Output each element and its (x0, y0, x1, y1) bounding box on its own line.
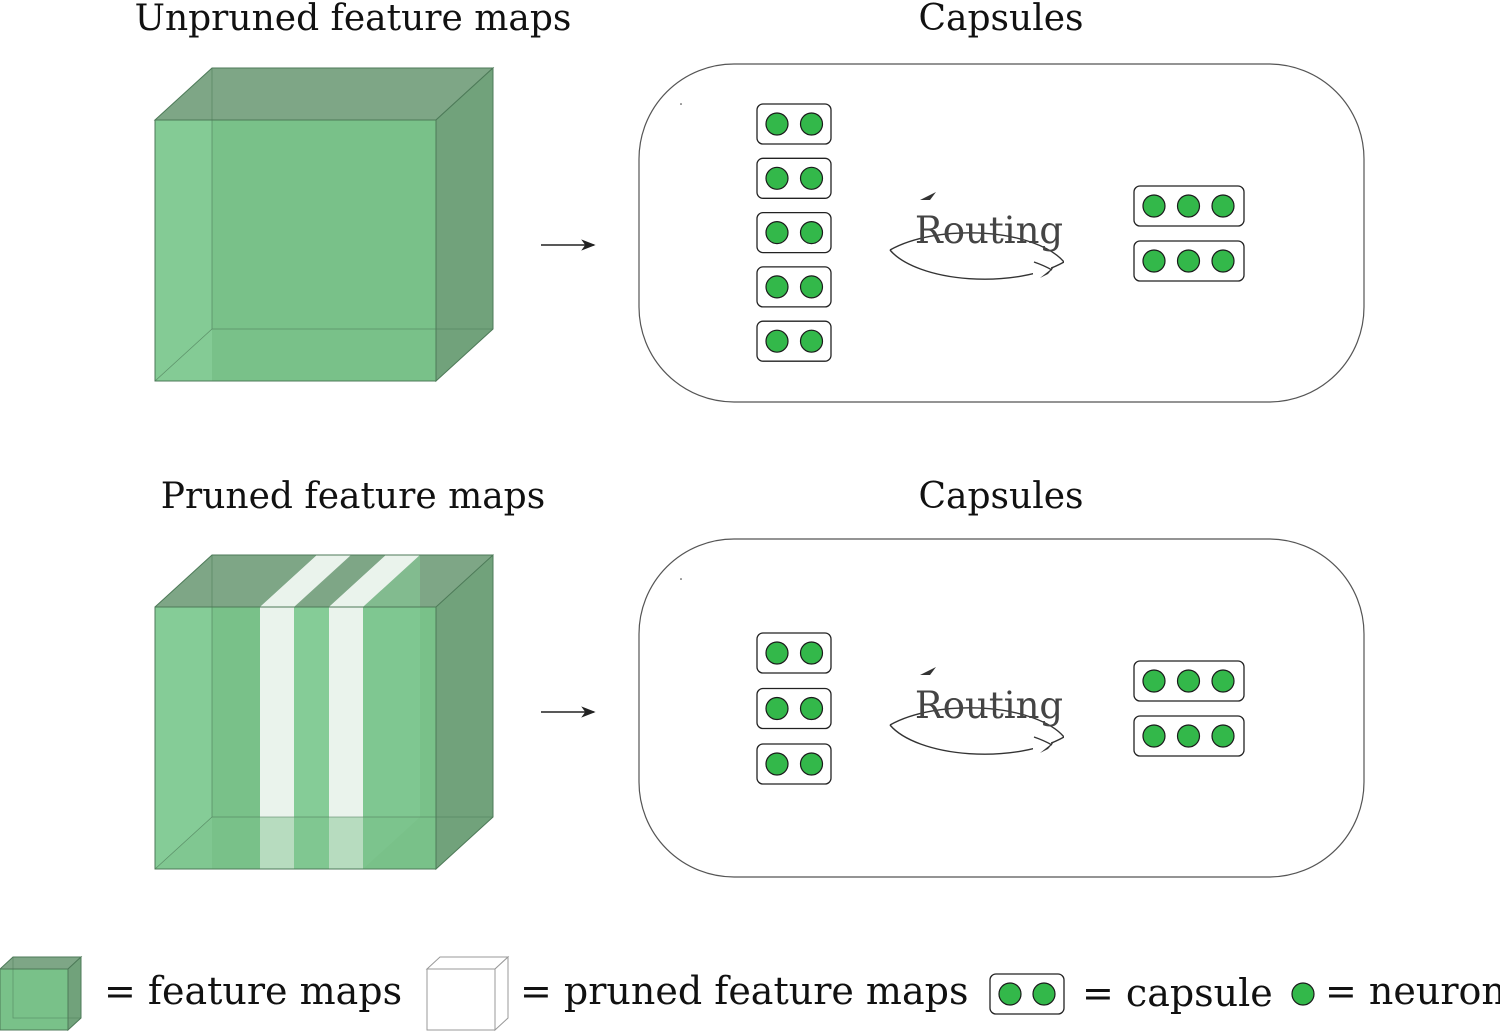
neuron (1211, 724, 1235, 748)
capsule (756, 157, 832, 199)
cube-left-strip (155, 120, 212, 381)
output-capsules (1133, 185, 1245, 282)
neuron (765, 329, 789, 353)
capsule (1133, 715, 1245, 757)
cube-bottom-face (155, 817, 436, 869)
bottom-section: Pruned feature maps Capsules (154, 476, 1365, 878)
input-capsules (756, 103, 832, 362)
legend-neuron-label: = neuron (1325, 969, 1500, 1013)
cube-top-face (153, 67, 495, 121)
neuron (765, 275, 789, 299)
pruned-slice (329, 607, 363, 869)
container-dot (680, 103, 682, 105)
cube-front-segment (294, 607, 329, 869)
top-right-title: Capsules (918, 0, 1083, 39)
neuron (1176, 249, 1201, 273)
neuron (799, 112, 824, 136)
unpruned-feature-maps-cube (153, 66, 495, 383)
capsule (1133, 240, 1245, 282)
legend: = feature maps = pruned feature maps = c… (0, 955, 1500, 1032)
neuron (799, 166, 824, 190)
cube-front-outline (154, 606, 437, 870)
capsule (756, 632, 832, 674)
neuron (1211, 249, 1235, 273)
cube-front-segment (212, 607, 260, 869)
pruned-slice (260, 607, 294, 869)
legend-pruned-feature-maps-label: = pruned feature maps (520, 969, 968, 1013)
capsule (756, 743, 832, 785)
legend-feature-maps-label: = feature maps (104, 969, 402, 1013)
cube-side-face (435, 553, 494, 871)
neuron (1142, 249, 1166, 273)
cube-top-edge (154, 554, 493, 608)
cube-side-face (435, 66, 494, 383)
bottom-left-title: Pruned feature maps (161, 476, 545, 517)
capsules-container (638, 538, 1365, 878)
capsule (1133, 660, 1245, 702)
pruned-top-segment (260, 555, 351, 607)
legend-capsule-icon (989, 973, 1065, 1015)
neuron (765, 221, 789, 245)
capsule (756, 103, 832, 145)
neuron (799, 641, 824, 665)
neuron (765, 641, 789, 665)
top-left-title: Unpruned feature maps (135, 0, 572, 39)
neuron (765, 112, 789, 136)
capsule (756, 320, 832, 362)
neuron (799, 275, 824, 299)
neuron (1176, 194, 1201, 218)
capsule (756, 211, 832, 254)
neuron (1142, 724, 1166, 748)
routing-label: Routing (915, 209, 1063, 252)
cube-hidden-edge (154, 328, 213, 382)
neuron (1176, 669, 1201, 693)
neuron (799, 752, 824, 776)
pruned-top-segment (329, 555, 420, 607)
pruned-feature-maps-cube (154, 553, 494, 871)
neuron (1142, 194, 1166, 218)
bottom-right-title: Capsules (918, 476, 1083, 517)
container-dot (680, 578, 682, 580)
neuron (765, 166, 789, 190)
legend-pruned-feature-maps-icon (425, 955, 510, 1032)
cube-top-segment (294, 555, 386, 607)
capsule (756, 266, 832, 308)
capsule (756, 687, 832, 730)
circular-routing-arrows-icon (889, 660, 1076, 755)
input-capsules (756, 632, 832, 785)
legend-feature-maps-icon (0, 955, 83, 1032)
neuron (1176, 724, 1201, 748)
neuron (765, 752, 789, 776)
neuron (1211, 669, 1235, 693)
capsule (1133, 185, 1245, 227)
cube-top-segment (155, 555, 317, 607)
cube-inner-face (363, 555, 420, 869)
cube-hidden-edge (154, 816, 213, 870)
neuron (799, 221, 824, 245)
neuron (799, 329, 824, 353)
circular-routing-arrows-icon (889, 185, 1076, 280)
legend-neuron-icon (1291, 982, 1315, 1006)
routing-label: Routing (915, 684, 1063, 727)
neuron (799, 696, 824, 721)
cube-front-outline (154, 119, 437, 382)
capsules-container (638, 63, 1365, 403)
legend-capsule-label: = capsule (1082, 971, 1273, 1015)
neuron (765, 696, 789, 721)
neuron (1142, 669, 1166, 693)
top-section: Unpruned feature maps Capsules R (135, 0, 1365, 403)
neuron (1211, 194, 1235, 218)
output-capsules (1133, 660, 1245, 757)
